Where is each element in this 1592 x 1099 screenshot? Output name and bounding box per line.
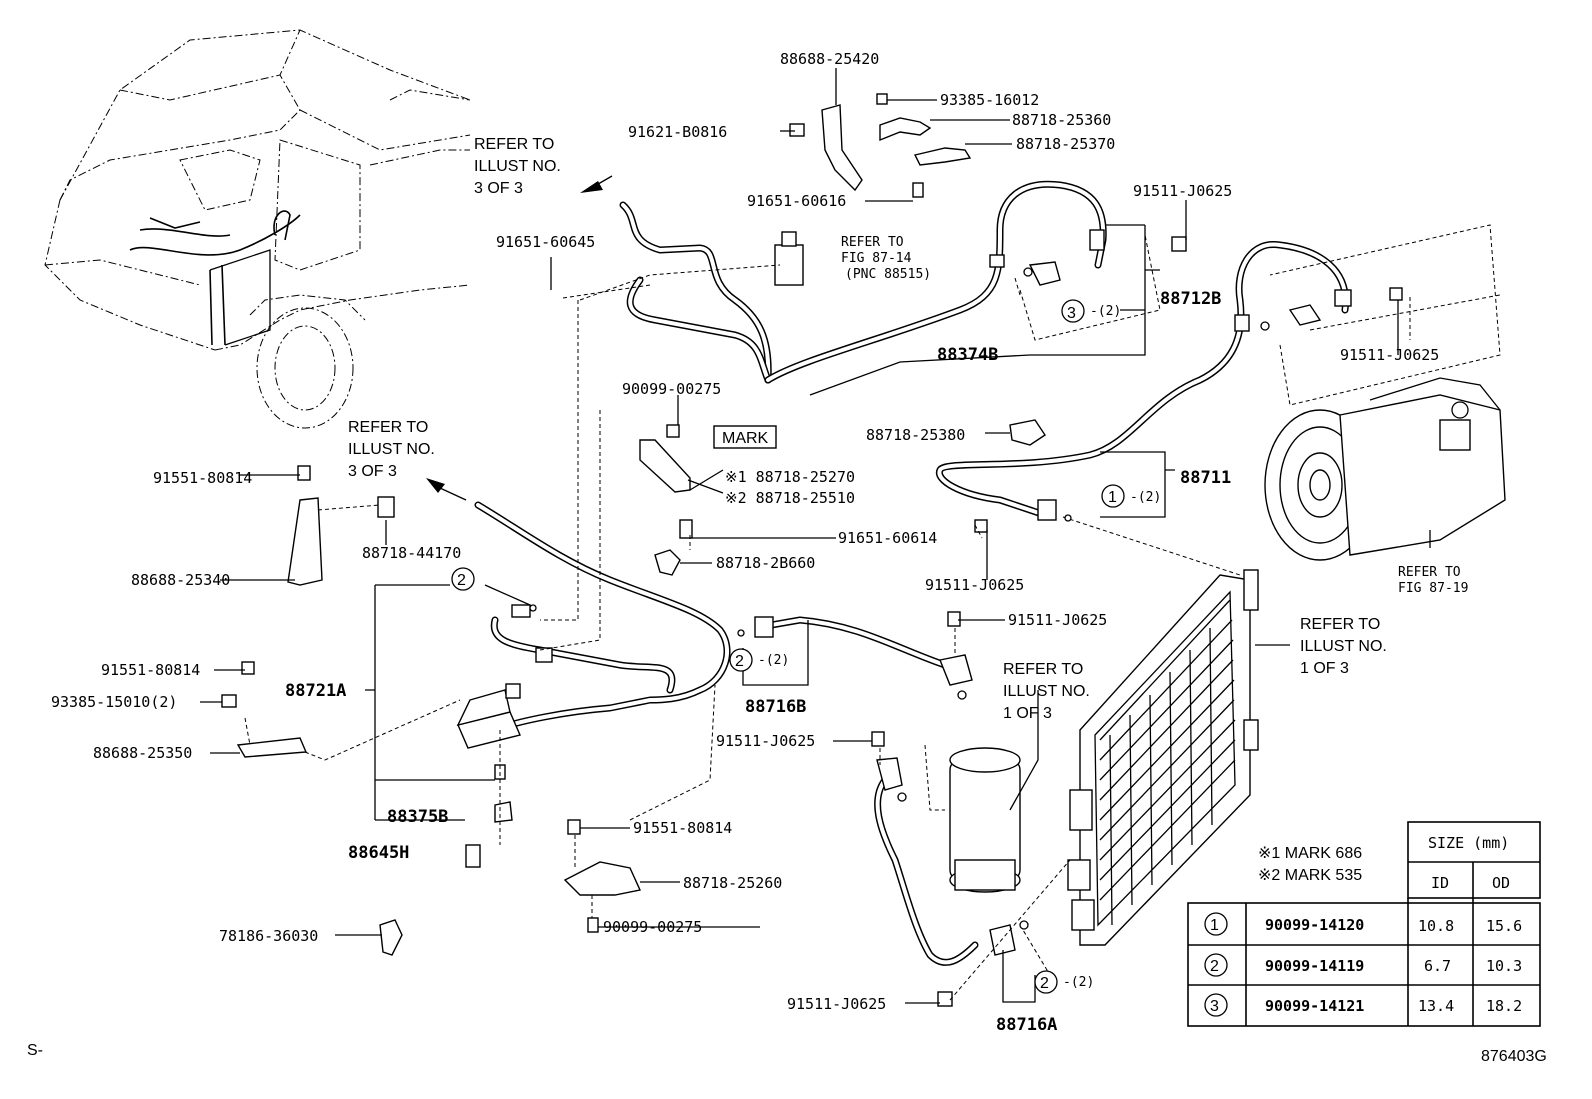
refer-fig-line: FIG 87-19 (1398, 581, 1468, 596)
part-label: 88374B (937, 345, 998, 365)
part-label: 91621-B0816 (628, 123, 727, 141)
mark-box-label: MARK (722, 430, 769, 447)
part-label: 91551-80814 (153, 469, 252, 487)
footer-left: S- (27, 1042, 43, 1059)
part-label: 88711 (1180, 468, 1231, 488)
part-label: 88716A (996, 1015, 1057, 1035)
table-header-size: SIZE (mm) (1428, 834, 1509, 852)
qty-label: -(2) (1090, 304, 1121, 319)
table-row-od: 10.3 (1486, 957, 1522, 975)
part-label: 91651-60614 (838, 529, 937, 547)
parts (221, 93, 1506, 1007)
table-row-part: 90099-14120 (1265, 916, 1364, 934)
part-label: 88718-2B660 (716, 554, 815, 572)
refer-note-line: REFER TO (1300, 616, 1380, 633)
part-label: 78186-36030 (219, 927, 318, 945)
table-row-id: 10.8 (1418, 917, 1454, 935)
condenser (1067, 569, 1259, 946)
table-row-id: 13.4 (1418, 997, 1454, 1015)
part-label: 88721A (285, 681, 346, 701)
part-label: 88375B (387, 807, 448, 827)
circle-2-label: 2 (735, 653, 744, 670)
part-label: 88688-25340 (131, 571, 230, 589)
part-label: 88645H (348, 843, 409, 863)
circled-numbers: 3 -(2) 1 -(2) 2 2 -(2) 2 -(2) (451, 267, 1270, 994)
part-label: 88712B (1160, 289, 1221, 309)
refer-note-line: REFER TO (348, 419, 428, 436)
table-row-part: 90099-14119 (1265, 957, 1364, 975)
refer-note-line: REFER TO (1003, 661, 1083, 678)
part-label: 91551-80814 (101, 661, 200, 679)
direction-arrows (426, 175, 613, 501)
part-label: ※2 88718-25510 (725, 489, 855, 507)
part-label: 93385-16012 (940, 91, 1039, 109)
part-label: 91551-80814 (633, 819, 732, 837)
refer-fig-line: REFER TO (1398, 565, 1461, 580)
refer-note-line: 1 OF 3 (1300, 660, 1349, 677)
part-label: 91511-J0625 (787, 995, 886, 1013)
refer-note-line: 1 OF 3 (1003, 705, 1052, 722)
part-label: 93385-15010(2) (51, 693, 177, 711)
refer-note-line: REFER TO (474, 136, 554, 153)
part-label: ※1 88718-25270 (725, 468, 855, 486)
refer-note-line: 3 OF 3 (348, 463, 397, 480)
refer-note-line: ILLUST NO. (1300, 638, 1387, 655)
refer-note-line: ILLUST NO. (1003, 683, 1090, 700)
refer-notes: REFER TO ILLUST NO. 3 OF 3 REFER TO ILLU… (348, 136, 1468, 722)
refer-fig-line: FIG 87-14 (841, 251, 912, 266)
qty-label: -(2) (1063, 975, 1094, 990)
table-row-part: 90099-14121 (1265, 997, 1364, 1015)
refer-fig-line: (PNC 88515) (845, 267, 931, 282)
circle-2-label: 2 (1040, 975, 1049, 992)
mark-notes: ※1 MARK 686 ※2 MARK 535 (1258, 845, 1362, 884)
part-label: 91511-J0625 (1133, 182, 1232, 200)
part-label: 88716B (745, 697, 806, 717)
part-label: 90099-00275 (603, 918, 702, 936)
part-label: 91511-J0625 (1008, 611, 1107, 629)
pipes (474, 180, 1350, 966)
circle-2-label: 2 (457, 572, 466, 589)
table-header-od: OD (1492, 874, 1510, 892)
part-label: 88688-25420 (780, 50, 879, 68)
mark-box (713, 425, 777, 449)
table-row-num: 2 (1210, 958, 1219, 975)
part-label: 91511-J0625 (716, 732, 815, 750)
refer-note-line: ILLUST NO. (474, 158, 561, 175)
part-label: 88718-25260 (683, 874, 782, 892)
table-row-num: 1 (1210, 917, 1219, 934)
table-header-id: ID (1431, 874, 1449, 892)
compressor (1264, 377, 1506, 561)
part-label: 88718-44170 (362, 544, 461, 562)
qty-label: -(2) (1130, 490, 1161, 505)
circle-3-label: 3 (1067, 305, 1076, 322)
part-label: 91511-J0625 (1340, 346, 1439, 364)
refer-note-line: 3 OF 3 (474, 180, 523, 197)
part-label: 91651-60616 (747, 192, 846, 210)
truck-illustration (44, 29, 471, 429)
size-table: SIZE (mm) ID OD 1 90099-14120 10.8 15.6 … (1187, 821, 1541, 1027)
mark-note: ※1 MARK 686 (1258, 845, 1362, 862)
part-label: 88718-25380 (866, 426, 965, 444)
part-label: 91511-J0625 (925, 576, 1024, 594)
refer-note-line: ILLUST NO. (348, 441, 435, 458)
table-row-od: 18.2 (1486, 997, 1522, 1015)
refer-fig-line: REFER TO (841, 235, 904, 250)
table-row-num: 3 (1210, 998, 1219, 1015)
part-labels: 88688-25420 93385-16012 91621-B0816 8871… (51, 50, 1439, 1035)
illustration-code: 876403G (1481, 1048, 1547, 1065)
table-row-od: 15.6 (1486, 917, 1522, 935)
part-label: 88688-25350 (93, 744, 192, 762)
part-label: 88718-25370 (1016, 135, 1115, 153)
part-label: 88718-25360 (1012, 111, 1111, 129)
part-label: 91651-60645 (496, 233, 595, 251)
table-row-id: 6.7 (1424, 957, 1451, 975)
circle-1-label: 1 (1108, 489, 1117, 506)
mark-note: ※2 MARK 535 (1258, 867, 1362, 884)
qty-label: -(2) (758, 653, 789, 668)
guide-lines (244, 224, 1501, 1001)
receiver-drier (949, 747, 1021, 893)
part-label: 90099-00275 (622, 380, 721, 398)
